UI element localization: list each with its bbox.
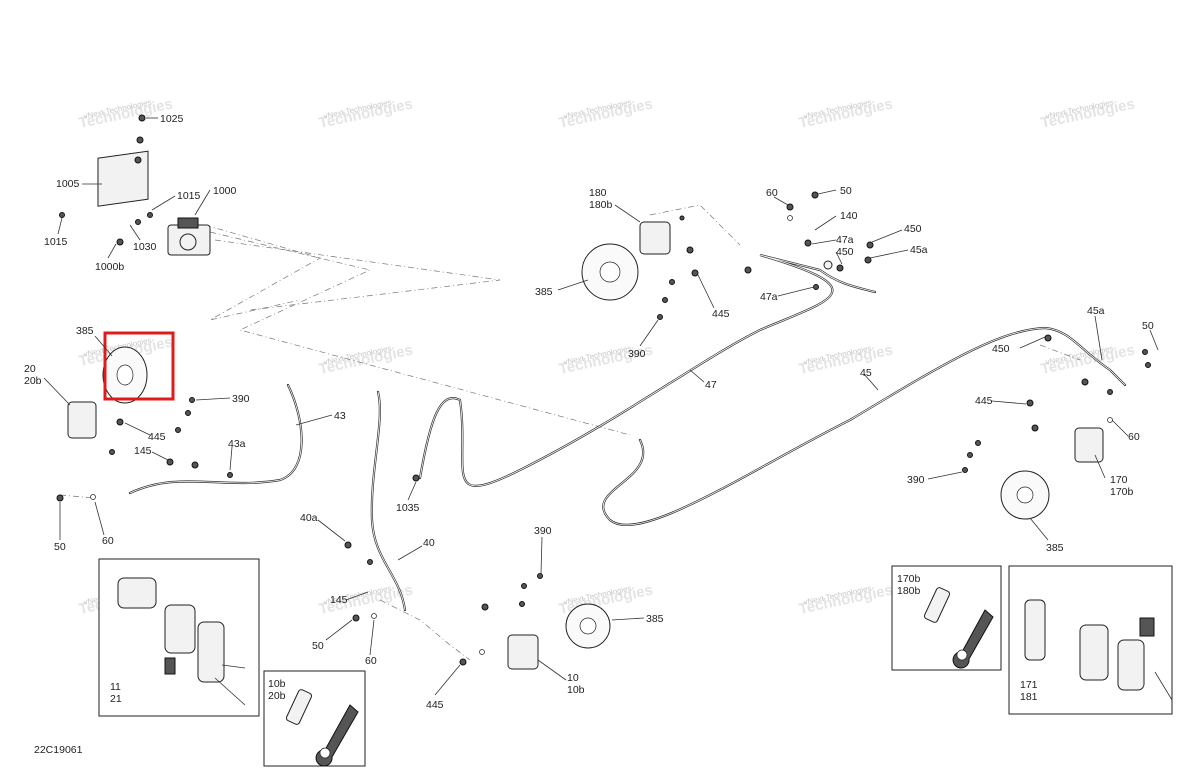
callout-390: 390 (232, 393, 250, 405)
callout-390: 390 (628, 348, 646, 360)
callout-47: 47 (705, 379, 717, 391)
callout-145: 145 (134, 445, 152, 457)
callout-385: 385 (1046, 542, 1064, 554)
abs-bracket (97, 150, 149, 207)
brake-lines (128, 253, 1127, 612)
abs-module-assembly (59, 114, 211, 256)
front-right-brake-assembly (581, 215, 699, 320)
callout-50: 50 (1142, 320, 1154, 332)
callout-43: 43 (334, 410, 346, 422)
callout-1000: 1000 (213, 185, 237, 197)
callout-180b: 180b (589, 199, 613, 211)
callout-140: 140 (840, 210, 858, 222)
callout-45a: 45a (1087, 305, 1105, 317)
callout-20: 20 (24, 363, 36, 375)
callout-labels: 1025 1005 1015 1015 1000 1030 1000b 180 … (24, 113, 1154, 711)
callout-50: 50 (312, 640, 324, 652)
callout-60: 60 (365, 655, 377, 667)
callout-20b: 20b (268, 690, 286, 702)
inset-bleeder-front (263, 670, 366, 767)
callout-170b: 170b (897, 573, 921, 585)
callout-1000b: 1000b (95, 261, 124, 273)
inset-bleeder-rear (891, 565, 1002, 671)
inset-brake-pads-front (98, 558, 260, 717)
rear-right-brake-assembly (962, 334, 1151, 520)
callout-385: 385 (76, 325, 94, 337)
callout-1035: 1035 (396, 502, 420, 514)
rear-left-brake-assembly (344, 474, 611, 670)
brake-caliper (1074, 427, 1104, 463)
leader-lines (43, 117, 1159, 696)
callout-60: 60 (766, 187, 778, 199)
callout-11: 11 (110, 681, 121, 693)
callout-180b: 180b (897, 585, 921, 597)
callout-385: 385 (646, 613, 664, 625)
callout-390: 390 (907, 474, 925, 486)
watermarks: Technologies vNext Technologies Technolo… (77, 95, 1136, 618)
callout-450: 450 (992, 343, 1010, 355)
callout-1015: 1015 (177, 190, 201, 202)
callout-45: 45 (860, 367, 872, 379)
junction-fittings (744, 191, 874, 290)
callout-445: 445 (975, 395, 993, 407)
callout-47a: 47a (760, 291, 778, 303)
callout-170: 170 (1110, 474, 1128, 486)
callout-60: 60 (1128, 431, 1140, 443)
routing-lines (59, 204, 1081, 661)
callout-43a: 43a (228, 438, 246, 450)
highlight-box (103, 331, 175, 401)
callout-21: 21 (110, 693, 122, 705)
callout-10: 10 (567, 672, 579, 684)
callout-1030: 1030 (133, 241, 157, 253)
callout-10b: 10b (567, 684, 585, 696)
callout-40: 40 (423, 537, 435, 549)
brake-caliper (639, 221, 671, 255)
callout-450: 450 (836, 246, 854, 258)
callout-385: 385 (535, 286, 553, 298)
callout-45a: 45a (910, 244, 928, 256)
brake-caliper (507, 634, 539, 670)
callout-445: 445 (712, 308, 730, 320)
callout-47a: 47a (836, 234, 854, 246)
brake-caliper (67, 401, 97, 439)
callout-1015: 1015 (44, 236, 68, 248)
callout-180: 180 (589, 187, 607, 199)
callout-20b: 20b (24, 375, 42, 387)
callout-171: 171 (1020, 679, 1038, 691)
front-left-brake-assembly (56, 331, 233, 502)
callout-445: 445 (148, 431, 166, 443)
callout-1005: 1005 (56, 178, 80, 190)
diagram-reference-code: 22C19061 (34, 744, 83, 756)
callout-50: 50 (54, 541, 66, 553)
callout-10b: 10b (268, 678, 286, 690)
callout-390: 390 (534, 525, 552, 537)
callout-60: 60 (102, 535, 114, 547)
callout-181: 181 (1020, 691, 1038, 703)
callout-145: 145 (330, 594, 348, 606)
callout-1025: 1025 (160, 113, 184, 125)
callout-170b: 170b (1110, 486, 1134, 498)
brake-line-40 (370, 390, 407, 612)
callout-445: 445 (426, 699, 444, 711)
callout-450: 450 (904, 223, 922, 235)
callout-50: 50 (840, 185, 852, 197)
inset-brake-pads-rear (1008, 565, 1173, 715)
callout-40a: 40a (300, 512, 318, 524)
